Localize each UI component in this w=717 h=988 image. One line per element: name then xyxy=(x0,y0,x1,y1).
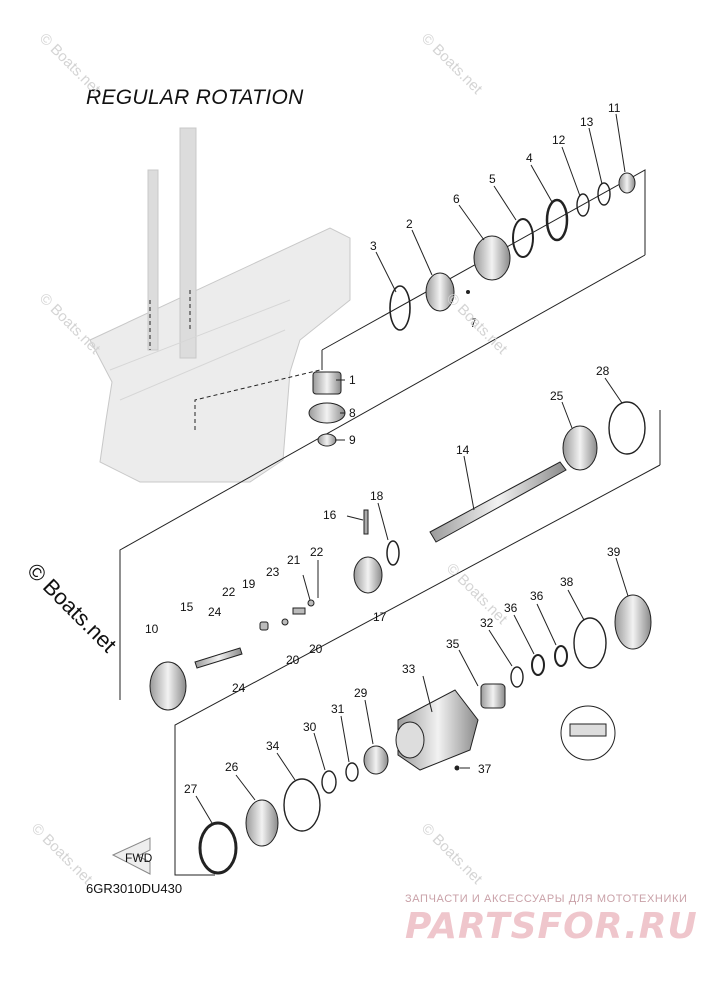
part-27-washer xyxy=(198,821,238,875)
callout-33: 33 xyxy=(402,662,416,676)
callout-29: 29 xyxy=(354,686,368,700)
part-16-pin xyxy=(363,509,369,535)
part-33-bearing-housing xyxy=(395,689,479,771)
callout-30: 30 xyxy=(303,720,317,734)
lower-unit-housing xyxy=(89,127,351,483)
part-29-bearing xyxy=(363,745,389,775)
part-31-ring xyxy=(345,762,359,782)
part-39-seal xyxy=(614,594,652,650)
callout-15: 15 xyxy=(180,600,194,614)
part-2-needle-bearing xyxy=(425,272,455,312)
detail-inset xyxy=(560,705,616,761)
part-5-shim xyxy=(512,218,534,258)
callout-22b: 22 xyxy=(222,585,236,599)
callout-25: 25 xyxy=(550,389,564,403)
callout-27: 27 xyxy=(184,782,198,796)
fwd-label: FWD xyxy=(125,851,153,865)
callout-20a: 20 xyxy=(286,653,300,667)
callout-16: 16 xyxy=(323,508,337,522)
callout-7: 7 xyxy=(470,316,477,330)
part-28-o-ring xyxy=(608,401,646,455)
callout-26: 26 xyxy=(225,760,239,774)
part-36-washer-a xyxy=(531,654,545,676)
callout-39: 39 xyxy=(607,545,621,559)
part-26-oil-seal xyxy=(245,799,279,847)
callout-37: 37 xyxy=(478,762,492,776)
callout-36a: 36 xyxy=(504,601,518,615)
callout-22a: 22 xyxy=(310,545,324,559)
leader-lines xyxy=(195,113,629,824)
callout-labels: 1 2 3 4 5 6 7 8 9 10 11 12 13 14 15 16 1… xyxy=(145,101,621,796)
part-35-bearing xyxy=(480,683,506,709)
callout-31: 31 xyxy=(331,702,345,716)
brand-logo: PARTSFOR.RU xyxy=(405,906,698,947)
callout-14: 14 xyxy=(456,443,470,457)
callout-24b: 24 xyxy=(232,681,246,695)
callout-6: 6 xyxy=(453,192,460,206)
part-38-o-ring xyxy=(573,617,607,669)
hidden-path-dashes xyxy=(149,290,321,430)
part-14-propeller-shaft xyxy=(429,461,567,543)
part-1-bearing xyxy=(312,371,342,395)
callout-23: 23 xyxy=(266,565,280,579)
callout-5: 5 xyxy=(489,172,496,186)
callout-9: 9 xyxy=(349,433,356,447)
part-3-o-ring xyxy=(389,285,411,331)
part-7-pin xyxy=(466,290,470,294)
shift-parts-19-23 xyxy=(259,599,315,631)
part-13-ring xyxy=(597,182,611,206)
callout-4: 4 xyxy=(526,151,533,165)
part-4-shim xyxy=(545,198,569,242)
assembly-guide-lines xyxy=(119,169,661,876)
callout-36b: 36 xyxy=(530,589,544,603)
callout-11: 11 xyxy=(608,101,621,115)
callout-34: 34 xyxy=(266,739,280,753)
callout-12: 12 xyxy=(552,133,566,147)
part-37-bolt xyxy=(454,765,460,771)
part-10-reverse-gear xyxy=(149,661,187,711)
part-8-pinion-gear xyxy=(308,402,346,424)
callout-32: 32 xyxy=(480,616,494,630)
callout-28: 28 xyxy=(596,364,610,378)
part-12-ring xyxy=(576,193,590,217)
part-18-clip xyxy=(386,540,400,566)
callout-38: 38 xyxy=(560,575,574,589)
part-30-ring xyxy=(321,770,337,794)
callout-3: 3 xyxy=(370,239,377,253)
callout-1: 1 xyxy=(349,373,356,387)
callout-17: 17 xyxy=(373,610,387,624)
part-11-bushing xyxy=(618,172,636,194)
part-15-shift-plunger xyxy=(194,647,243,669)
part-32-ring xyxy=(510,666,524,688)
callout-19: 19 xyxy=(242,577,256,591)
part-17-dog-clutch xyxy=(353,556,383,594)
part-34-o-ring xyxy=(283,778,321,832)
brand-tagline: ЗАПЧАСТИ И АКСЕССУАРЫ ДЛЯ МОТОТЕХНИКИ xyxy=(405,893,688,905)
part-9-nut xyxy=(317,433,337,447)
diagram-code: 6GR3010DU430 xyxy=(86,881,183,896)
part-25-forward-gear xyxy=(562,425,598,471)
callout-18: 18 xyxy=(370,489,384,503)
callout-24a: 24 xyxy=(208,605,222,619)
callout-2: 2 xyxy=(406,217,413,231)
part-36-washer-b xyxy=(554,645,568,667)
callout-8: 8 xyxy=(349,406,356,420)
fwd-arrow-icon: FWD xyxy=(111,837,153,875)
diagram-title: REGULAR ROTATION xyxy=(86,86,304,109)
callout-10: 10 xyxy=(145,622,159,636)
callout-35: 35 xyxy=(446,637,460,651)
callout-20b: 20 xyxy=(309,642,323,656)
callout-13: 13 xyxy=(580,115,594,129)
part-6-bearing-housing xyxy=(473,235,511,281)
callout-21: 21 xyxy=(287,553,301,567)
